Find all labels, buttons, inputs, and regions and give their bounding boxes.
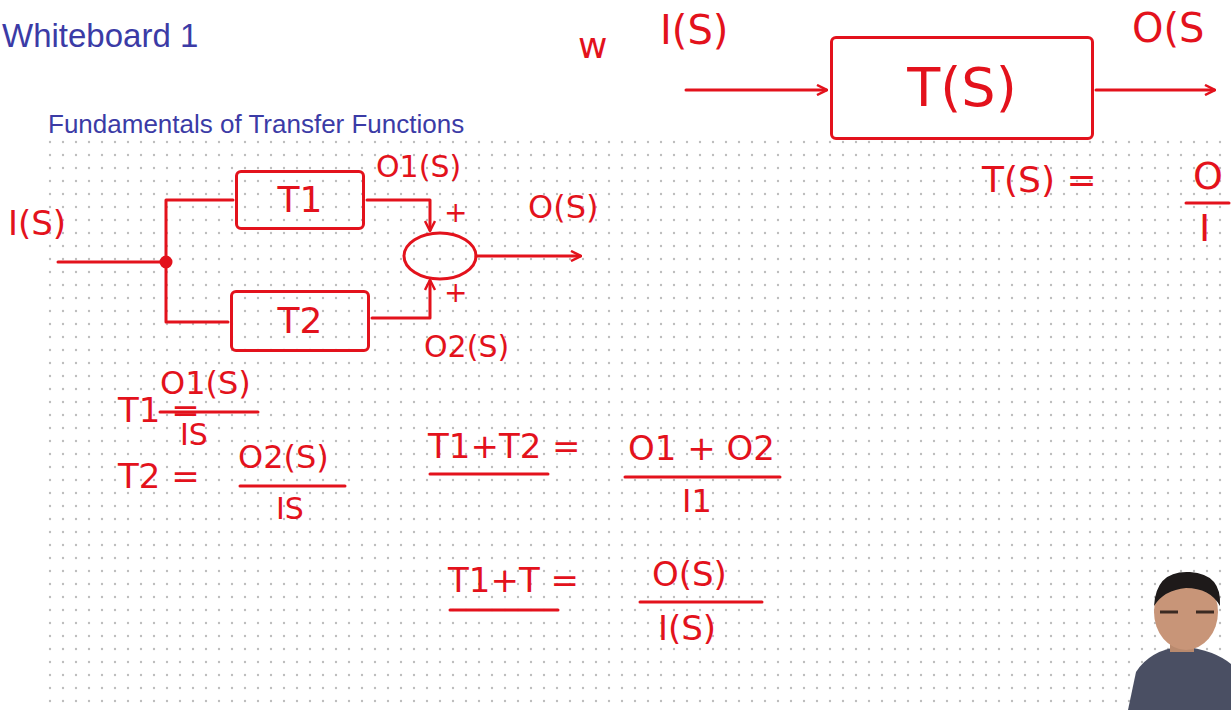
transfer-block: T2 <box>230 290 370 352</box>
underline <box>430 473 548 476</box>
summing-junction <box>404 233 476 279</box>
sum-input-wire <box>367 200 430 230</box>
signal-name: O2(S) <box>424 330 509 363</box>
sum-input-wire <box>372 281 430 318</box>
equation-term: T(S) = <box>982 160 1097 200</box>
equation-term: T1+T = <box>448 562 579 599</box>
equation-term: I <box>1199 208 1210 250</box>
signal-name: O1(S) <box>376 150 461 183</box>
transfer-block: T(S) <box>830 36 1094 140</box>
underline <box>450 609 558 612</box>
fraction-bar <box>1186 202 1229 205</box>
slide-title: Whiteboard 1 <box>2 18 198 54</box>
handwritten-note: w <box>578 26 607 66</box>
input-arrow <box>686 89 826 92</box>
output-arrow <box>476 255 580 258</box>
equation-term: IS <box>276 492 304 525</box>
branch-wire <box>166 262 228 322</box>
output-arrow <box>1096 89 1214 92</box>
equation-term: IS <box>180 418 208 451</box>
sign-mark: + <box>444 198 467 229</box>
signal-name: O(S <box>1132 6 1204 50</box>
branch-wire <box>166 200 233 262</box>
transfer-block: T1 <box>235 170 365 230</box>
input-wire <box>58 261 166 264</box>
equation-term: I1 <box>682 484 712 519</box>
signal-name: I(S) <box>660 8 728 52</box>
equation-term: O1 + O2 <box>628 430 775 467</box>
dot-grid <box>48 140 1231 710</box>
presenter-video <box>1128 572 1231 710</box>
sign-mark: + <box>444 278 467 309</box>
equation-term: O2(S) <box>238 440 329 475</box>
block-label: T1 <box>278 180 323 220</box>
fraction-bar <box>240 485 345 488</box>
block-label: T(S) <box>907 58 1016 117</box>
fraction-bar <box>640 601 762 604</box>
equation-term: O(S) <box>652 556 727 593</box>
slide-subtitle: Fundamentals of Transfer Functions <box>48 110 464 139</box>
equation-term: T1+T2 = <box>428 428 581 465</box>
equation-term: O1(S) <box>160 366 251 401</box>
fraction-bar <box>625 476 780 479</box>
block-label: T2 <box>278 301 323 341</box>
signal-name: I(S) <box>8 205 66 242</box>
equation-term: O <box>1193 156 1223 198</box>
signal-name: O(S) <box>528 190 598 225</box>
equation-term: I(S) <box>658 610 716 647</box>
equation-term: T2 = <box>118 458 200 495</box>
